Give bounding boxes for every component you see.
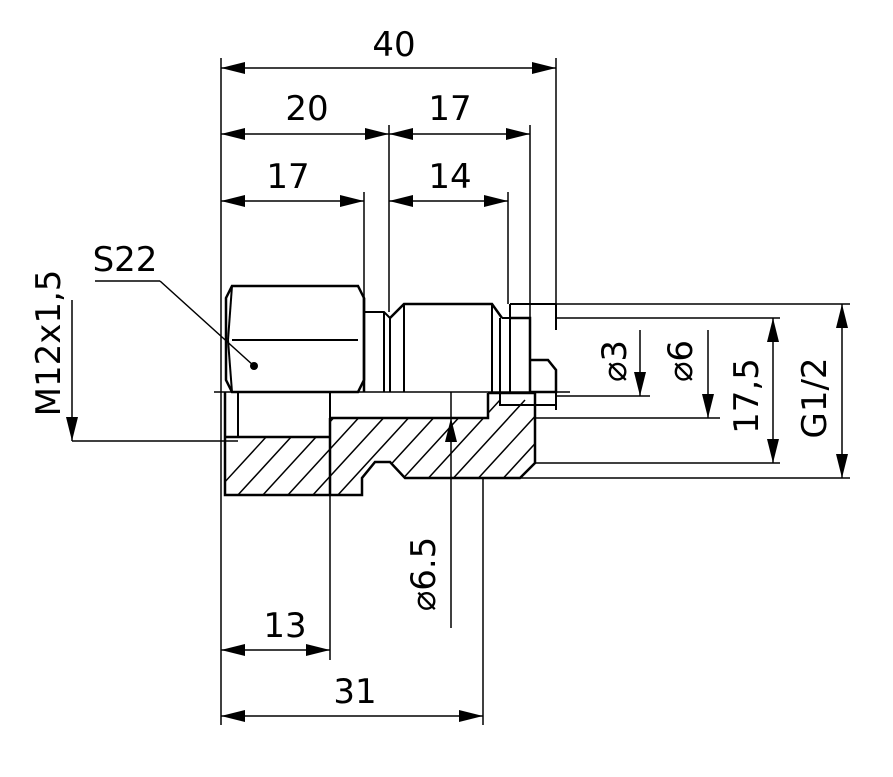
dimension-13: 13 [221, 606, 330, 656]
diameter-6-5-dimension: ⌀6.5 [404, 392, 457, 628]
dim-14-label: 14 [428, 157, 471, 197]
dimension-17-right: 17 [389, 89, 530, 140]
m12-label: M12x1,5 [29, 270, 69, 417]
dimension-17-nut: 17 [221, 157, 364, 207]
dim-17-nut-label: 17 [266, 157, 309, 197]
diameter-6-5-label: ⌀6.5 [404, 537, 444, 612]
extension-lines [220, 58, 557, 725]
dim-20-label: 20 [285, 89, 328, 129]
part-outline [214, 284, 850, 497]
dimension-31: 31 [221, 672, 483, 722]
height-17-5-dimension: 17,5 [727, 318, 779, 463]
diameter-6-label: ⌀6 [661, 340, 701, 382]
dimension-14: 14 [389, 157, 508, 207]
s22-label: S22 [93, 240, 158, 280]
diameter-3-label: ⌀3 [595, 340, 635, 382]
thread-m12-dimension: M12x1,5 [29, 270, 238, 442]
dimension-20: 20 [221, 89, 389, 140]
height-17-5-label: 17,5 [727, 358, 767, 434]
dimension-40: 40 [221, 25, 556, 74]
dim-17-right-label: 17 [428, 89, 471, 129]
diameter-3-dimension: ⌀3 [595, 330, 646, 396]
wrench-size-callout: S22 [93, 240, 258, 370]
dim-31-label: 31 [333, 672, 376, 712]
diameter-6-dimension: ⌀6 [661, 330, 714, 418]
dim-13-label: 13 [263, 606, 306, 646]
dim-40-label: 40 [372, 25, 415, 65]
g12-label: G1/2 [795, 357, 835, 438]
thread-g12-dimension: G1/2 [795, 304, 848, 478]
